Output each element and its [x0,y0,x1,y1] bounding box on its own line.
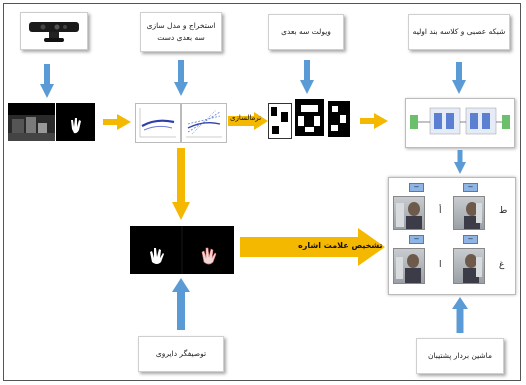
wavelet-label: ویولت سه بعدی [281,27,331,36]
depth-image [8,103,55,141]
blue-arrow-down-5 [454,150,466,174]
minus-button-3[interactable]: − [409,235,424,244]
gesture-photo-2 [453,196,485,230]
wavelet-box: ویولت سه بعدی [268,14,344,50]
extract-model-label: استخراج و مدل سازی سه بعدی دست [146,21,216,42]
svm-box: ماشین بردار پشتیبان [416,338,504,374]
orange-arrow-normalize [228,112,268,130]
gesture-panel: − − أ ط − − ا غ [388,177,516,295]
orange-arrow-recognize [240,228,385,266]
gesture-letter-2a: غ [499,260,505,270]
extract-model-box: استخراج و مدل سازی سه بعدی دست [140,12,222,52]
orange-arrow-down [172,148,190,220]
neural-network-diagram [405,98,515,148]
diagram-frame [3,3,521,381]
kinect-sensor-image [20,12,88,50]
gesture-photo-4 [453,248,485,284]
blue-arrow-down-1 [40,64,54,98]
gesture-photo-1 [393,196,425,230]
minus-button-4[interactable]: − [463,235,478,244]
svm-label: ماشین بردار پشتیبان [428,351,492,360]
normalize-label: نرمالسازی [230,114,262,122]
wavelet-image-2 [295,99,324,136]
blue-arrow-down-4 [452,62,466,94]
minus-button-1[interactable]: − [409,183,424,192]
blue-arrow-up-2 [452,297,468,333]
orange-arrow-right-1 [103,114,131,130]
blue-arrow-up-1 [172,278,190,330]
blue-arrow-down-3 [300,60,314,94]
3d-model-plot-2 [181,103,227,143]
neural-network-box: شبکه عصبی و کلاسه بند اولیه [408,14,510,50]
gesture-letter-1b: أ [439,206,442,216]
neural-network-label: شبکه عصبی و کلاسه بند اولیه [412,27,506,36]
gesture-letter-1a: ط [499,206,508,216]
orange-arrow-right-2 [360,113,388,129]
wavelet-image-3 [328,101,350,137]
gesture-letter-2b: ا [439,260,442,270]
blue-arrow-down-2 [174,60,188,96]
circular-descriptor-box: توصیفگر دایروی [138,336,224,372]
circular-descriptor-label: توصیفگر دایروی [155,349,207,358]
hand-images [130,226,234,274]
gesture-photo-3 [393,248,425,284]
3d-model-plot-1 [135,103,181,143]
wavelet-image-1 [268,103,292,139]
minus-button-2[interactable]: − [463,183,478,192]
hand-mask-image [56,103,95,141]
recognize-label: تشخیص علامت اشاره [298,241,383,250]
